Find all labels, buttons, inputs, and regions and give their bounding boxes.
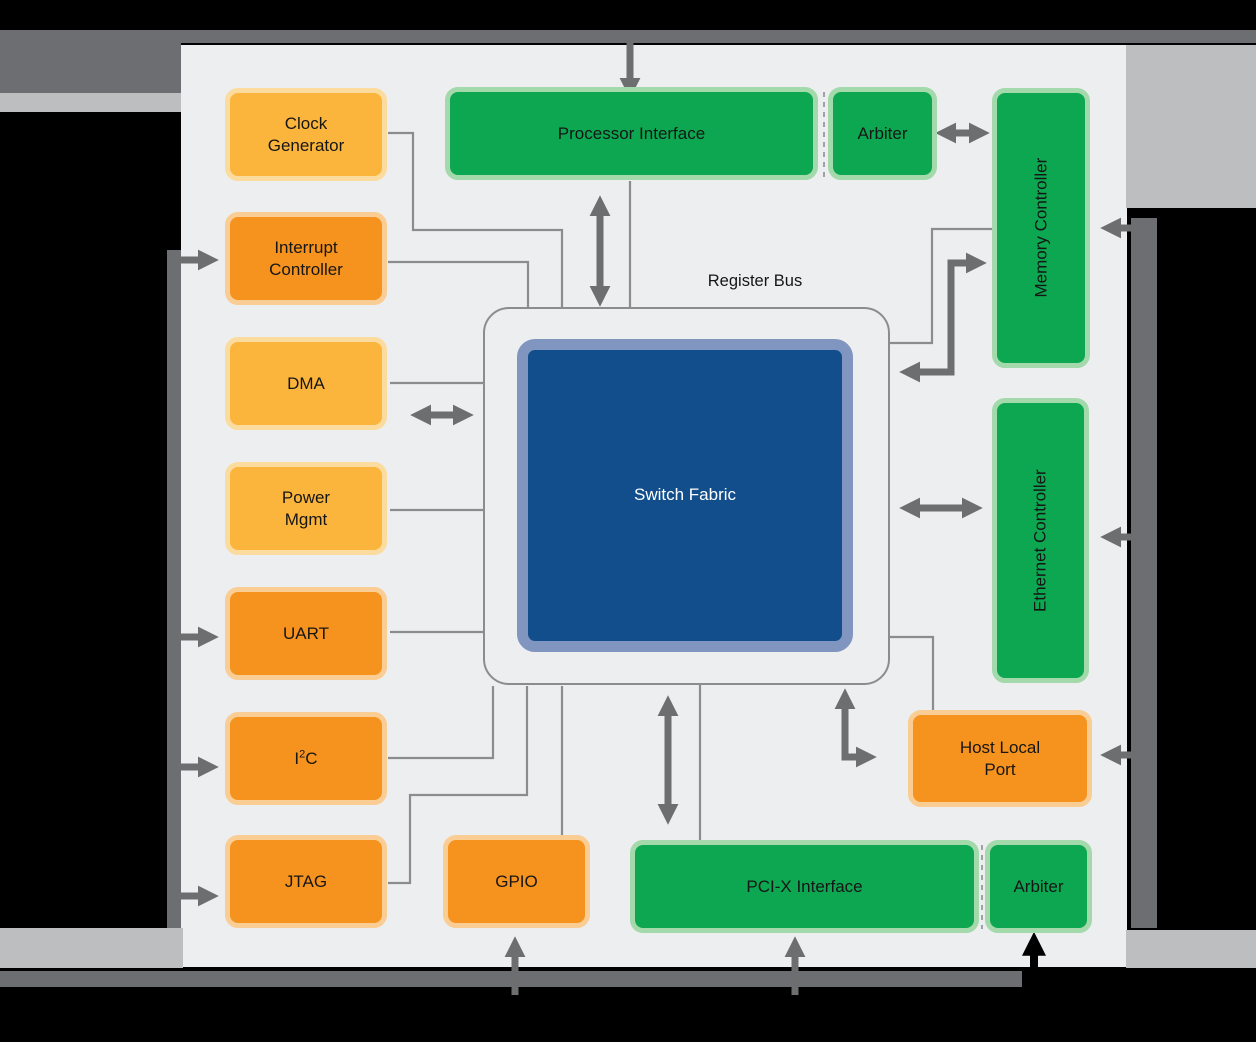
gpio-label: GPIO (495, 871, 538, 891)
host-local-port-block: Host Local Port (908, 710, 1092, 807)
host-local-port-label: Host Local Port (959, 738, 1041, 779)
left-bus-bar (167, 250, 181, 930)
power-mgmt-label: Power Mgmt (281, 488, 331, 529)
arbiter-bottom-label: Arbiter (1013, 876, 1064, 896)
register-bus-label: Register Bus (707, 272, 803, 290)
arbiter-top-block: Arbiter (828, 87, 937, 180)
dma-block: DMA (225, 337, 387, 430)
bottom-bus-bar (0, 971, 1022, 987)
pcix-interface-block: PCI-X Interface (630, 840, 979, 933)
i2c-label-rest: C (305, 748, 318, 768)
right-bus-bar (1131, 218, 1157, 928)
arbiter-bottom-block: Arbiter (985, 840, 1092, 933)
arbiter-top-label: Arbiter (857, 123, 908, 143)
bottom-left-light-bar (0, 928, 183, 968)
clock-generator-label: Clock Generator (267, 114, 345, 155)
gpio-block: GPIO (443, 835, 590, 928)
pcix-interface-label: PCI-X Interface (746, 876, 863, 896)
switch-fabric-label: Switch Fabric (633, 485, 737, 505)
clock-generator-block: Clock Generator (225, 88, 387, 181)
bottom-right-light-bar (1126, 930, 1256, 968)
uart-block: UART (225, 587, 387, 680)
top-left-light-bar (0, 93, 181, 112)
uart-label: UART (283, 623, 329, 643)
i2c-label-base: I (294, 748, 300, 768)
i2c-label: I2C (294, 748, 317, 769)
top-bus-bar (0, 30, 1256, 43)
memory-controller-label: Memory Controller (1031, 158, 1051, 298)
top-left-bus-bar (0, 30, 181, 93)
ethernet-controller-label: Ethernet Controller (1030, 469, 1050, 612)
jtag-block: JTAG (225, 835, 387, 928)
processor-interface-block: Processor Interface (445, 87, 818, 180)
interrupt-controller-label: Interrupt Controller (269, 238, 343, 279)
i2c-label-sup: 2 (299, 748, 306, 761)
processor-interface-label: Processor Interface (557, 123, 706, 143)
interrupt-controller-block: Interrupt Controller (225, 212, 387, 305)
power-mgmt-block: Power Mgmt (225, 462, 387, 555)
jtag-label: JTAG (284, 871, 328, 891)
dma-label: DMA (287, 373, 325, 393)
ethernet-controller-block: Ethernet Controller (992, 398, 1089, 683)
i2c-block: I2C (225, 712, 387, 805)
top-right-light-bar (1126, 45, 1256, 208)
switch-fabric-block: Switch Fabric (517, 339, 853, 652)
memory-controller-block: Memory Controller (992, 88, 1090, 368)
